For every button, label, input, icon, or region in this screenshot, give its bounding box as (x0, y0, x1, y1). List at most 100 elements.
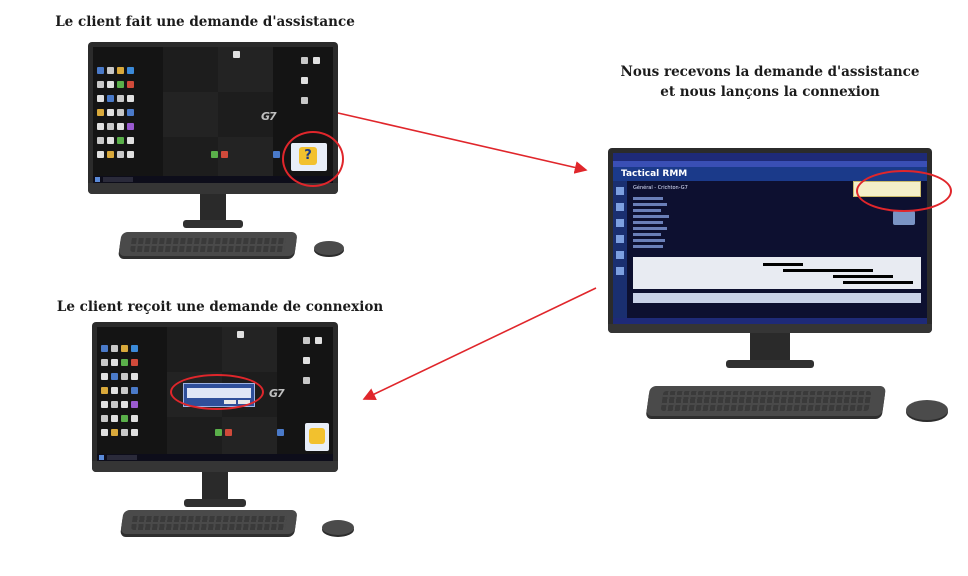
desktop-icon[interactable] (107, 109, 114, 116)
machine-title: Général - Crichton-G7 (633, 185, 688, 191)
desktop-icon[interactable] (111, 429, 118, 436)
desktop-icon[interactable] (277, 429, 284, 436)
desktop-icon[interactable] (107, 137, 114, 144)
desktop-icon[interactable] (121, 359, 128, 366)
desktop-icon[interactable] (303, 357, 310, 364)
desktop-icon[interactable] (121, 415, 128, 422)
taskbar-search[interactable] (103, 177, 133, 182)
desktop-icon[interactable] (111, 345, 118, 352)
desktop-icon[interactable] (131, 387, 138, 394)
desktop-icon[interactable] (121, 345, 128, 352)
desktop-icon[interactable] (127, 81, 134, 88)
desktop-icon[interactable] (131, 373, 138, 380)
sidebar-icon[interactable] (616, 251, 624, 259)
rmm-sidebar (613, 181, 627, 318)
desktop-icon[interactable] (121, 401, 128, 408)
desktop-icon[interactable] (121, 373, 128, 380)
desktop-icon[interactable] (97, 67, 104, 74)
detail-row (633, 233, 661, 236)
desktop-icon[interactable] (97, 151, 104, 158)
desktop-icon[interactable] (233, 51, 240, 58)
sidebar-icon[interactable] (616, 267, 624, 275)
desktop-icon[interactable] (237, 331, 244, 338)
rmm-brand: Tactical RMM (613, 167, 927, 181)
desktop-icon[interactable] (117, 81, 124, 88)
desktop-icon[interactable] (101, 415, 108, 422)
desktop-icon[interactable] (127, 95, 134, 102)
desktop-icon[interactable] (101, 401, 108, 408)
desktop-icon[interactable] (303, 377, 310, 384)
desktop-icon[interactable] (117, 95, 124, 102)
desktop-icon[interactable] (101, 429, 108, 436)
desktop-icon[interactable] (111, 401, 118, 408)
desktop-icon[interactable] (131, 429, 138, 436)
desktop-icon[interactable] (225, 429, 232, 436)
desktop-icon[interactable] (127, 137, 134, 144)
desktop-icon[interactable] (101, 373, 108, 380)
desktop-icon[interactable] (127, 109, 134, 116)
desktop-icon[interactable] (101, 387, 108, 394)
desktop-brand-logo: G7 (269, 387, 285, 400)
desktop-icon[interactable] (101, 359, 108, 366)
desktop-icon[interactable] (131, 345, 138, 352)
desktop-icon[interactable] (127, 151, 134, 158)
taskbar-search[interactable] (107, 455, 137, 460)
desktop-icon[interactable] (313, 57, 320, 64)
desktop-icon[interactable] (117, 67, 124, 74)
desktop-icon[interactable] (211, 151, 218, 158)
desktop-icon[interactable] (301, 57, 308, 64)
caption-client-receives-connection: Le client reçoit une demande de connexio… (56, 299, 384, 315)
desktop-icon[interactable] (131, 359, 138, 366)
sidebar-icon[interactable] (616, 203, 624, 211)
desktop-icon[interactable] (127, 123, 134, 130)
sidebar-icon[interactable] (616, 219, 624, 227)
desktop-icon[interactable] (121, 429, 128, 436)
sidebar-icon[interactable] (616, 235, 624, 243)
desktop-icon[interactable] (117, 123, 124, 130)
desktop-icon[interactable] (107, 95, 114, 102)
desktop-icon[interactable] (315, 337, 322, 344)
activity-panel (633, 293, 921, 303)
desktop-icon[interactable] (111, 415, 118, 422)
desktop-icon[interactable] (111, 359, 118, 366)
caption-receive-line2: et nous lançons la connexion (660, 84, 880, 100)
sidebar-icon[interactable] (616, 187, 624, 195)
desktop-icon[interactable] (97, 137, 104, 144)
desktop-icon[interactable] (111, 373, 118, 380)
desktop-icon[interactable] (301, 97, 308, 104)
detail-row (633, 209, 661, 212)
desktop-icon[interactable] (107, 151, 114, 158)
desktop-icon[interactable] (127, 67, 134, 74)
assistance-widget[interactable] (305, 423, 329, 451)
desktop-icon[interactable] (121, 387, 128, 394)
highlight-circle-assistance (282, 131, 344, 187)
desktop-icon[interactable] (301, 77, 308, 84)
desktop-icon[interactable] (97, 81, 104, 88)
desktop-icon[interactable] (97, 95, 104, 102)
start-button[interactable] (99, 455, 104, 460)
desktop-icon[interactable] (97, 109, 104, 116)
taskbar (93, 176, 333, 183)
help-icon (309, 428, 325, 444)
desktop-icon[interactable] (117, 109, 124, 116)
desktop-icon[interactable] (107, 123, 114, 130)
browser-tabs[interactable] (613, 161, 927, 167)
desktop-icon[interactable] (107, 67, 114, 74)
desktop-icon[interactable] (107, 81, 114, 88)
desktop-icon[interactable] (273, 151, 280, 158)
desktop-icon[interactable] (215, 429, 222, 436)
desktop-icon[interactable] (117, 137, 124, 144)
desktop-icon[interactable] (131, 415, 138, 422)
desktop-icon[interactable] (111, 387, 118, 394)
desktop-icon[interactable] (117, 151, 124, 158)
detail-row (633, 227, 667, 230)
desktop-icon[interactable] (131, 401, 138, 408)
desktop-icon[interactable] (303, 337, 310, 344)
detail-row (633, 215, 669, 218)
desktop-icon[interactable] (97, 123, 104, 130)
start-button[interactable] (95, 177, 100, 182)
desktop-icon[interactable] (101, 345, 108, 352)
desktop-icon[interactable] (221, 151, 228, 158)
detail-row (633, 245, 663, 248)
